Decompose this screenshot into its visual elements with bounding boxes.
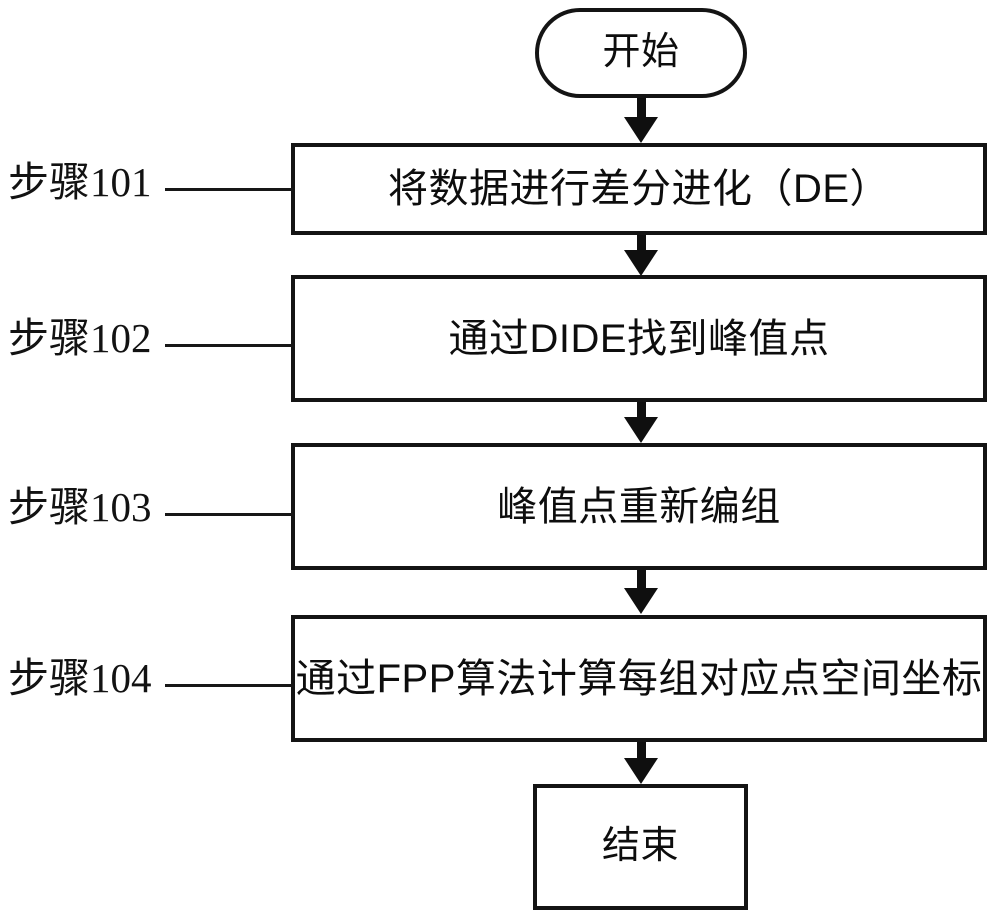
node-step102[interactable]: 通过DIDE找到峰值点 (291, 275, 987, 402)
arrowhead-icon (624, 588, 658, 614)
leader-line-step101 (165, 188, 293, 191)
node-start[interactable]: 开始 (535, 8, 747, 98)
edge-step103-to-step104 (624, 570, 658, 615)
edge-stem (637, 98, 646, 120)
arrowhead-icon (624, 758, 658, 784)
edge-stem (637, 402, 646, 420)
arrowhead-icon (624, 417, 658, 443)
node-step101-label: 将数据进行差分进化（DE） (387, 167, 891, 211)
leader-line-step102 (165, 344, 293, 347)
leader-line-step104 (165, 684, 293, 687)
node-step104-label: 通过FPP算法计算每组对应点空间坐标 (295, 656, 983, 701)
node-end-label: 结束 (601, 825, 679, 868)
node-step101[interactable]: 将数据进行差分进化（DE） (291, 143, 987, 235)
edge-step104-to-end (624, 742, 658, 784)
caption-step103: 步骤103 (8, 484, 152, 530)
arrowhead-icon (624, 117, 658, 143)
arrowhead-icon (624, 250, 658, 276)
edge-stem (637, 235, 646, 253)
node-step104[interactable]: 通过FPP算法计算每组对应点空间坐标 (291, 615, 987, 742)
caption-step102: 步骤102 (8, 315, 152, 361)
edge-step102-to-step103 (624, 402, 658, 443)
edge-step101-to-step102 (624, 235, 658, 276)
node-start-label: 开始 (602, 31, 680, 74)
edge-stem (637, 742, 646, 761)
caption-step104: 步骤104 (8, 655, 152, 701)
node-end[interactable]: 结束 (533, 784, 748, 910)
edge-start-to-step101 (624, 98, 658, 143)
caption-step101: 步骤101 (8, 159, 152, 205)
node-step103[interactable]: 峰值点重新编组 (291, 443, 987, 570)
node-step103-label: 峰值点重新编组 (497, 484, 781, 529)
edge-stem (637, 570, 646, 591)
node-step102-label: 通过DIDE找到峰值点 (448, 316, 830, 361)
leader-line-step103 (165, 513, 293, 516)
